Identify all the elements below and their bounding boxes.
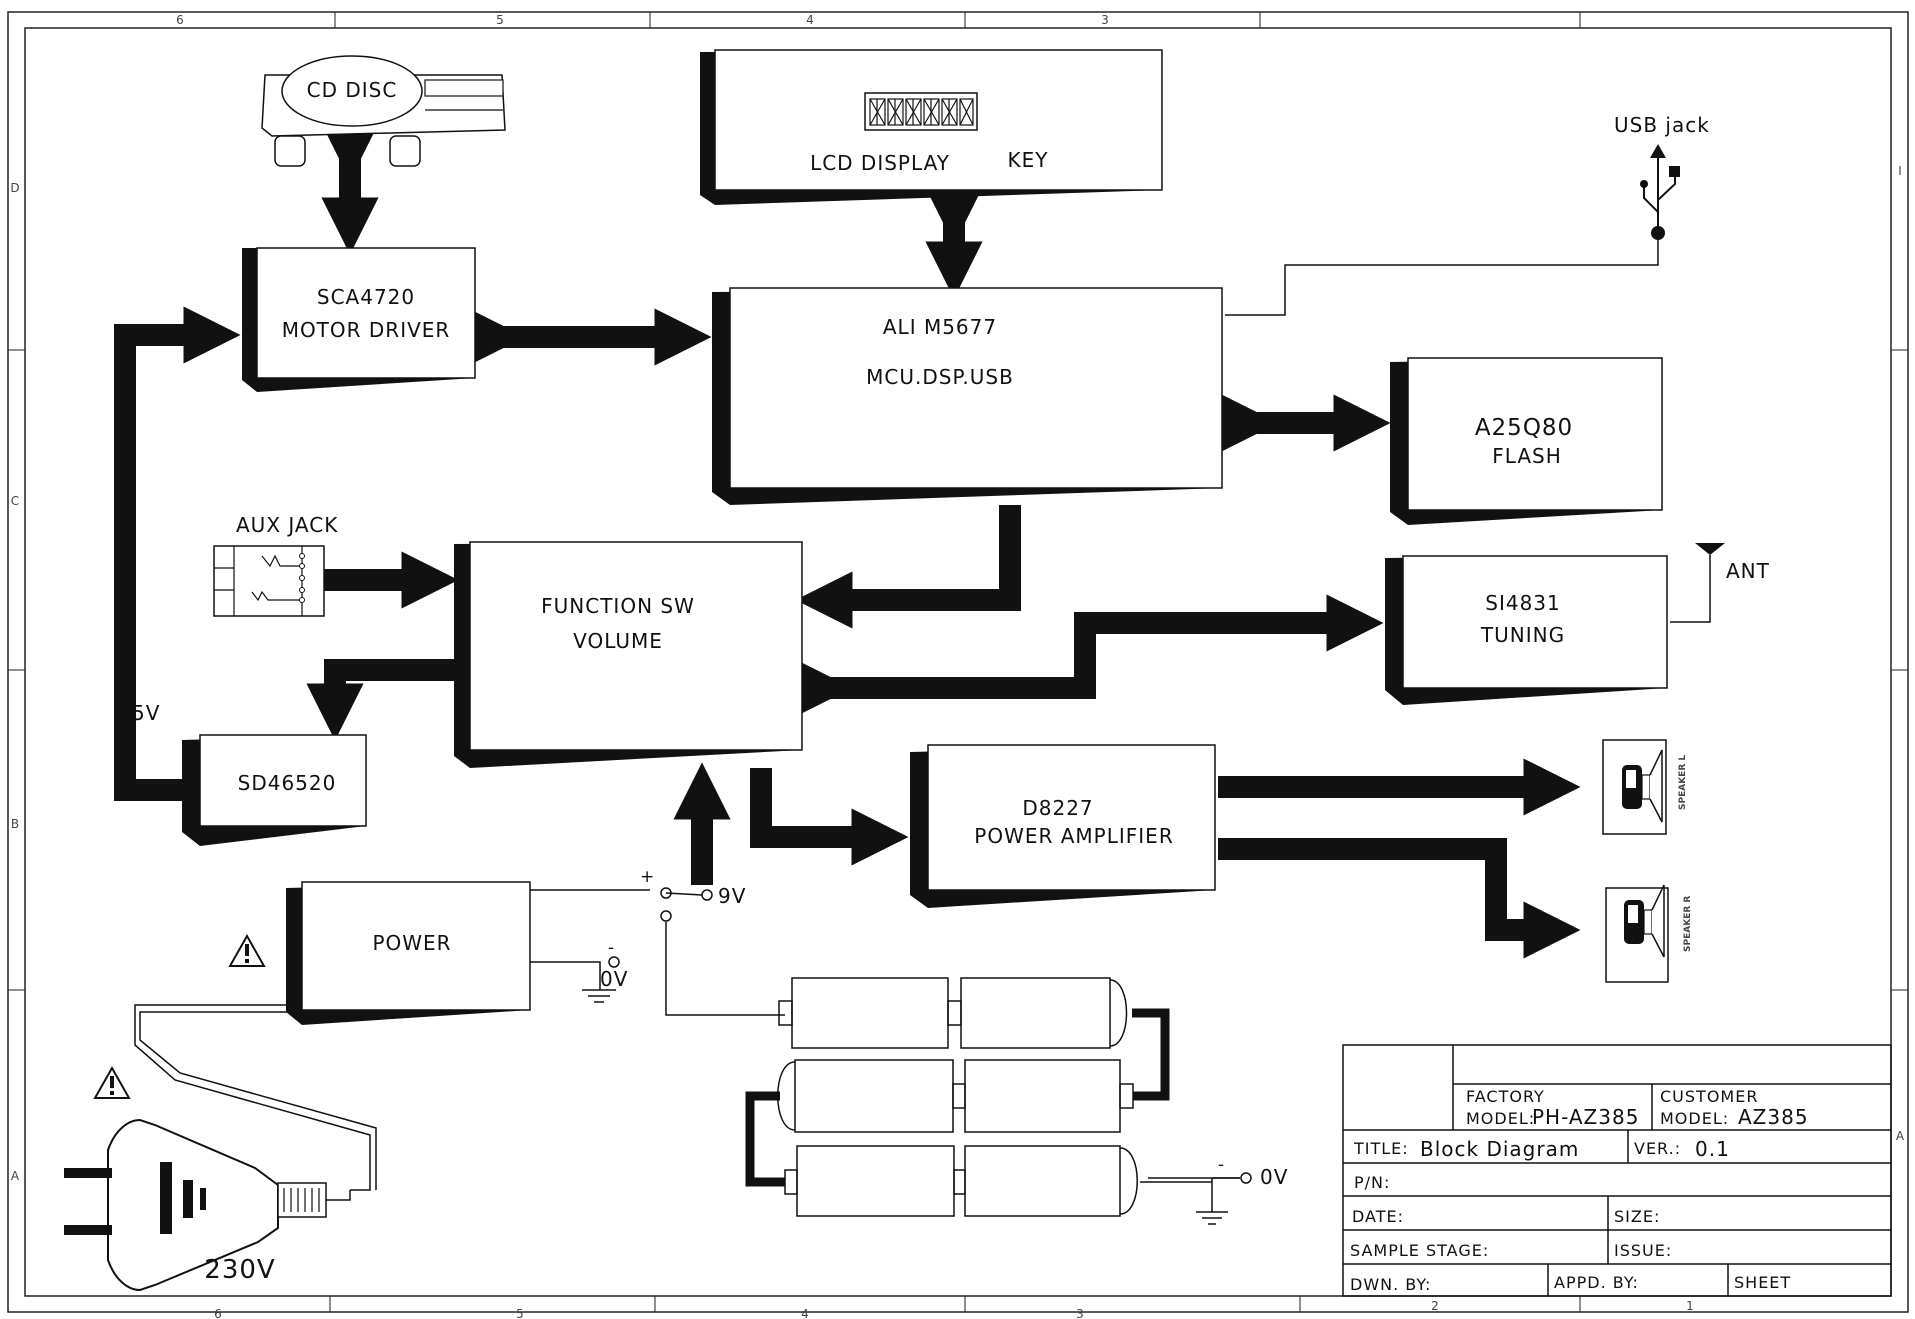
mcu-chip-label: ALI M5677 bbox=[883, 315, 997, 339]
cd-disc-label: CD DISC bbox=[307, 78, 398, 102]
grid-col-label: 4 bbox=[801, 1307, 809, 1319]
arrow-5v-motor bbox=[114, 306, 241, 801]
version-label: VER.: bbox=[1634, 1139, 1681, 1158]
grid-row-label: D bbox=[10, 181, 19, 195]
lcd-segment-display bbox=[864, 92, 978, 131]
size-label: SIZE: bbox=[1614, 1207, 1660, 1226]
antenna-label: ANT bbox=[1726, 559, 1770, 583]
battery-0v-label: 0V bbox=[1260, 1165, 1288, 1189]
arrow-func-tuner bbox=[795, 594, 1384, 717]
grid-col-label: 5 bbox=[496, 13, 504, 27]
volume-label: VOLUME bbox=[573, 629, 663, 653]
title-field-value: Block Diagram bbox=[1420, 1137, 1579, 1161]
tuner-block: SI4831 TUNING bbox=[1385, 555, 1668, 705]
lcd-display-key-block: LCD DISPLAY KEY bbox=[700, 49, 1163, 205]
motor-driver-label: MOTOR DRIVER bbox=[282, 318, 451, 342]
part-number-label: P/N: bbox=[1354, 1173, 1390, 1192]
power-amplifier-block: D8227 POWER AMPLIFIER bbox=[910, 744, 1216, 908]
mcu-function-label: MCU.DSP.USB bbox=[866, 365, 1014, 389]
rail-9v-label: 9V bbox=[718, 884, 746, 908]
sd46520-label: SD46520 bbox=[238, 771, 337, 795]
ground-0v-label: 0V bbox=[600, 967, 628, 991]
sd46520-block: SD46520 bbox=[182, 734, 367, 846]
aux-jack-label: AUX JACK bbox=[236, 513, 338, 537]
customer-model-value: AZ385 bbox=[1738, 1105, 1809, 1129]
function-switch-block: FUNCTION SW VOLUME bbox=[454, 541, 803, 768]
title-field-label: TITLE: bbox=[1353, 1139, 1409, 1158]
grid-row-label: B bbox=[11, 817, 19, 831]
aux-jack-icon: AUX JACK bbox=[213, 513, 338, 617]
ac-plug-icon: 230V bbox=[64, 1118, 351, 1292]
usb-jack-icon: USB jack bbox=[1614, 113, 1710, 240]
grid-col-label: 6 bbox=[176, 13, 184, 27]
grid-row-label: I bbox=[1898, 164, 1902, 178]
power-switch: + 9V - 0V bbox=[600, 867, 746, 991]
key-label: KEY bbox=[1008, 148, 1049, 172]
grid-row-label: C bbox=[11, 494, 19, 508]
grid-col-label: 5 bbox=[516, 1307, 524, 1319]
rail-5v-label: 5V bbox=[132, 701, 160, 725]
speaker-right-icon: SPEAKER R bbox=[1605, 884, 1693, 983]
drawn-by-label: DWN. BY: bbox=[1350, 1275, 1431, 1294]
factory-label: FACTORY bbox=[1466, 1087, 1545, 1106]
grid-col-label: 4 bbox=[806, 13, 814, 27]
version-value: 0.1 bbox=[1695, 1137, 1730, 1161]
cd-disc-icon: CD DISC bbox=[261, 55, 506, 167]
arrow-mcu-func bbox=[795, 505, 1021, 629]
factory-model-value: PH-AZ385 bbox=[1532, 1105, 1639, 1129]
date-label: DATE: bbox=[1352, 1207, 1404, 1226]
usb-jack-label: USB jack bbox=[1614, 113, 1710, 137]
motor-driver-block: SCA4720 MOTOR DRIVER bbox=[242, 247, 476, 392]
arrow-func-amp bbox=[750, 768, 909, 866]
issue-label: ISSUE: bbox=[1614, 1241, 1672, 1260]
warning-icon bbox=[93, 1065, 131, 1099]
speaker-right-label: SPEAKER R bbox=[1683, 896, 1693, 952]
title-block: FACTORY MODEL: PH-AZ385 CUSTOMER MODEL: … bbox=[1342, 1044, 1892, 1297]
flash-label: FLASH bbox=[1492, 444, 1562, 468]
function-switch-label: FUNCTION SW bbox=[541, 594, 695, 618]
minus-label: - bbox=[608, 938, 614, 958]
speaker-left-icon: SPEAKER L bbox=[1602, 739, 1688, 835]
tuning-label: TUNING bbox=[1480, 623, 1565, 647]
drawing-frame: 6 5 4 3 6 5 4 3 2 1 D C B A I A bbox=[7, 11, 1909, 1319]
sheet-label: SHEET bbox=[1734, 1273, 1791, 1292]
battery-minus-label: - bbox=[1218, 1155, 1224, 1175]
signal-arrows bbox=[114, 123, 1581, 959]
ground-symbol bbox=[582, 989, 1228, 1225]
grid-col-label: 2 bbox=[1431, 1299, 1439, 1313]
grid-row-label: A bbox=[1896, 1129, 1905, 1143]
antenna-icon: ANT bbox=[1695, 543, 1770, 583]
power-block: POWER bbox=[286, 881, 531, 1025]
flash-block: A25Q80 FLASH bbox=[1390, 357, 1663, 525]
power-amplifier-label: POWER AMPLIFIER bbox=[974, 824, 1173, 848]
grid-row-label: A bbox=[11, 1169, 20, 1183]
mains-voltage-label: 230V bbox=[204, 1255, 275, 1285]
factory-model-label: MODEL: bbox=[1466, 1109, 1535, 1128]
approved-by-label: APPD. BY: bbox=[1554, 1273, 1639, 1292]
grid-col-label: 1 bbox=[1686, 1299, 1694, 1313]
battery-pack: - 0V bbox=[745, 977, 1288, 1217]
customer-model-label: MODEL: bbox=[1660, 1109, 1729, 1128]
warning-icon bbox=[228, 933, 266, 967]
arrow-func-sd bbox=[306, 659, 458, 741]
grid-col-label: 3 bbox=[1076, 1307, 1084, 1319]
grid-col-label: 3 bbox=[1101, 13, 1109, 27]
sample-stage-label: SAMPLE STAGE: bbox=[1350, 1241, 1489, 1260]
amplifier-chip-label: D8227 bbox=[1022, 796, 1093, 820]
tuner-chip-label: SI4831 bbox=[1485, 591, 1561, 615]
signal-wires bbox=[134, 235, 1711, 1191]
mcu-block: ALI M5677 MCU.DSP.USB bbox=[712, 287, 1223, 505]
flash-chip-label: A25Q80 bbox=[1475, 415, 1573, 441]
lcd-display-label: LCD DISPLAY bbox=[810, 151, 950, 175]
arrow-amp-speaker-r bbox=[1218, 838, 1581, 959]
speaker-left-label: SPEAKER L bbox=[1678, 755, 1688, 810]
motor-driver-chip-label: SCA4720 bbox=[317, 285, 415, 309]
grid-col-label: 6 bbox=[214, 1307, 222, 1319]
customer-label: CUSTOMER bbox=[1660, 1087, 1758, 1106]
power-label: POWER bbox=[372, 931, 451, 955]
plus-label: + bbox=[640, 867, 654, 887]
